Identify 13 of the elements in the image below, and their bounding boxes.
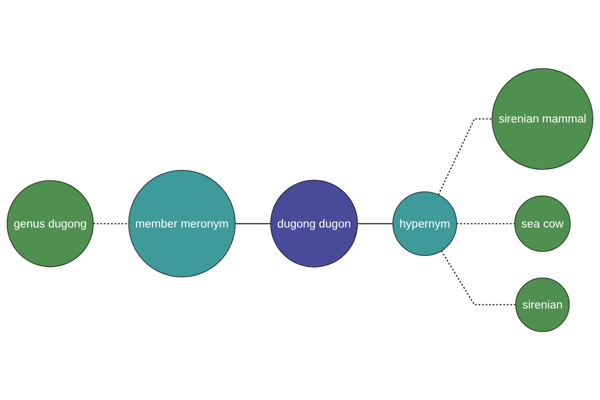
connector bbox=[93, 223, 129, 224]
connector bbox=[358, 223, 393, 224]
node-circle: genus dugong bbox=[6, 180, 94, 268]
node-circle: member meronym bbox=[128, 170, 236, 278]
connector bbox=[440, 250, 516, 306]
node-circle: hypernym bbox=[392, 191, 458, 256]
node-circle: sirenian mammal bbox=[492, 68, 594, 170]
node-circle: sirenian bbox=[515, 278, 570, 332]
node-circle: dugong dugon bbox=[270, 180, 358, 268]
node-circle: sea cow bbox=[514, 195, 571, 252]
connector bbox=[456, 223, 515, 224]
connector bbox=[235, 223, 271, 224]
connector bbox=[438, 118, 492, 196]
